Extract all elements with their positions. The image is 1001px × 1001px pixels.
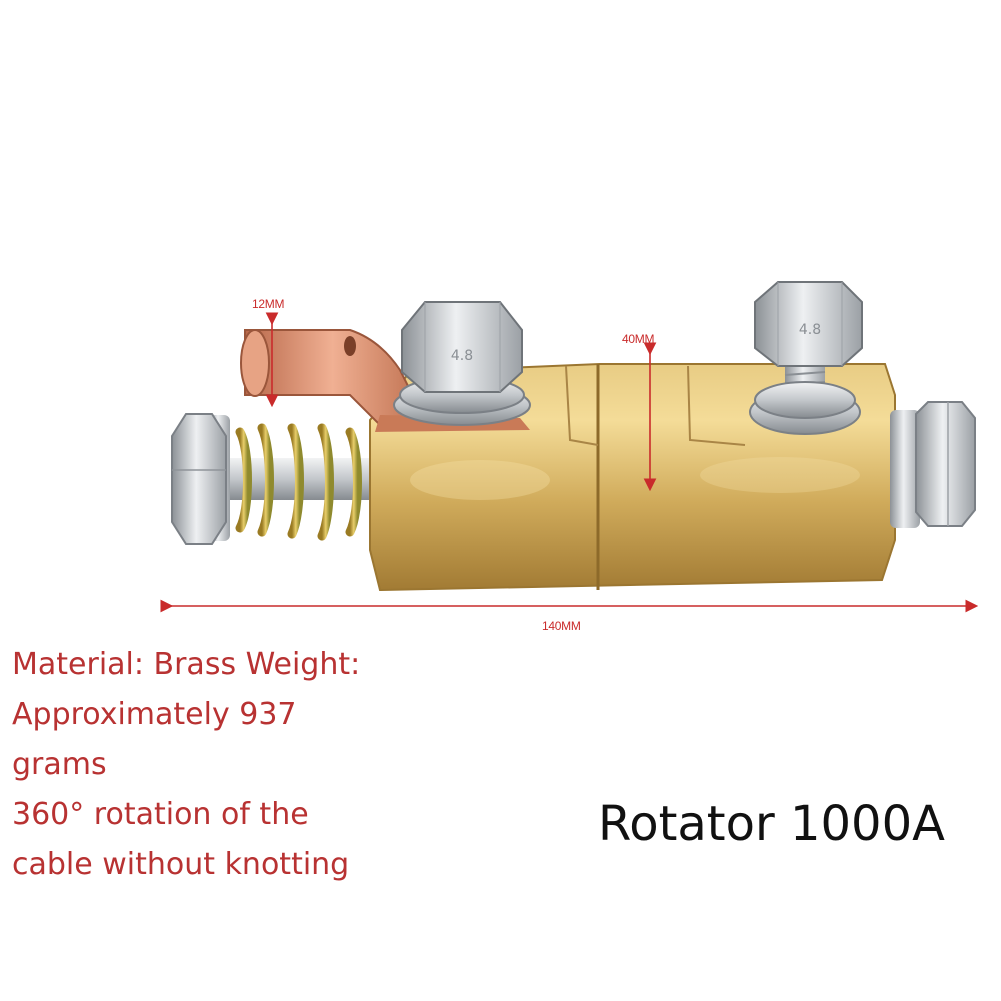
spec-line-1: Material: Brass Weight: xyxy=(12,647,361,682)
spec-line-5: cable without knotting xyxy=(12,847,350,882)
lug-height-label: 12MM xyxy=(252,297,285,311)
spec-text: Material: Brass Weight: Approximately 93… xyxy=(12,640,412,890)
spec-line-3: grams xyxy=(12,747,107,782)
spec-line-2: Approximately 937 xyxy=(12,697,297,732)
product-name: Rotator 1000A xyxy=(598,796,945,852)
body-height-label: 40MM xyxy=(622,332,655,346)
spring xyxy=(235,423,362,541)
dimension-lines xyxy=(160,312,979,613)
left-bolt-marking: 4.8 xyxy=(451,348,473,364)
right-bolt xyxy=(749,281,863,435)
spec-line-4: 360° rotation of the xyxy=(12,797,309,832)
right-hex-nut xyxy=(890,401,976,528)
total-length-label: 140MM xyxy=(542,619,581,633)
left-bolt xyxy=(393,301,531,426)
right-bolt-marking: 4.8 xyxy=(799,322,821,338)
left-hex-nut xyxy=(171,413,230,545)
